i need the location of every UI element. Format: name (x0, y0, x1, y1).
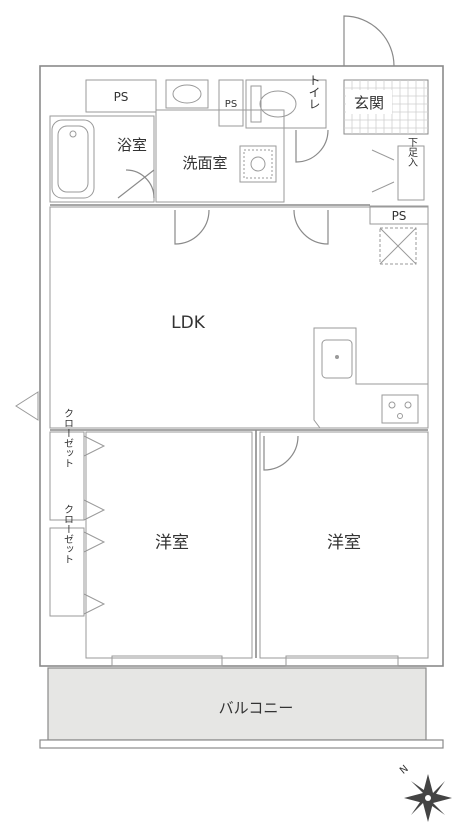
ldk-label: LDK (171, 313, 206, 333)
sink (321, 339, 353, 379)
western-room-right-door[interactable] (263, 435, 299, 471)
ps-toilet-label: PS (225, 99, 237, 110)
bathtub-drain-icon (69, 130, 77, 138)
burner-icon (388, 401, 396, 409)
washing-machine-tray (243, 149, 273, 179)
front-door[interactable] (343, 15, 395, 67)
western-room-left: 洋室 (85, 431, 253, 667)
kitchen-counter (313, 327, 429, 429)
closet-lower-label: クローゼット (62, 504, 74, 564)
toilet-floor (245, 79, 327, 129)
ps-toilet-box (218, 79, 244, 127)
closet-lower: クローゼット (49, 504, 106, 617)
toilet-bowl (259, 90, 297, 118)
entrance-label: 玄関 (354, 94, 384, 112)
western-room-right-floor (259, 431, 429, 659)
ps-entry-label: PS (392, 209, 407, 223)
toilet-room: トイレ (245, 74, 329, 163)
closet-lower-fill (49, 527, 85, 617)
toilet-label: トイレ (307, 74, 321, 110)
bathroom-floor (49, 115, 155, 203)
washroom: 洗面室 (155, 79, 285, 203)
western-room-right-label: 洋室 (327, 533, 361, 553)
ps-entry-box (369, 205, 429, 225)
washroom-label: 洗面室 (182, 154, 227, 172)
washroom-floor (155, 109, 285, 203)
entrance-label-bg (346, 90, 392, 114)
closet-lower-door-icon (83, 531, 106, 615)
bathtub (51, 119, 95, 199)
bathroom-door[interactable] (117, 169, 155, 199)
ldk-door-right[interactable] (293, 209, 329, 245)
stove (381, 394, 419, 424)
bathroom: 浴室 (49, 115, 155, 203)
shoe-storage (397, 145, 425, 201)
compass-rose-icon: N (398, 763, 452, 822)
closet-upper-fill (49, 431, 85, 521)
entrance: 玄関 下足入 (343, 15, 429, 201)
ps-bath-box (85, 79, 157, 113)
window-marker-icon (15, 391, 39, 421)
shoe-storage-label: 下足入 (406, 137, 418, 167)
western-room-right: 洋室 (259, 431, 429, 667)
ldk-door-left[interactable] (174, 209, 210, 245)
closet-upper-door-icon (83, 435, 106, 521)
western-room-left-label: 洋室 (155, 533, 189, 553)
balcony-rail (39, 739, 444, 749)
ldk-floor (49, 206, 429, 429)
outer-wall (39, 65, 444, 667)
balcony-label: バルコニー (219, 699, 294, 717)
washing-machine (239, 145, 277, 183)
sink-drain-icon (335, 355, 339, 359)
bathroom-label: 浴室 (117, 136, 147, 154)
closet-upper-label: クローゼット (62, 408, 74, 468)
hatch-cross (379, 227, 417, 265)
shoe-storage-door-icon (371, 149, 395, 193)
washing-machine-drum-icon (250, 156, 266, 172)
toilet-tank (250, 85, 262, 123)
window-right (285, 655, 399, 667)
window-left (111, 655, 223, 667)
balcony: バルコニー (39, 667, 444, 749)
compass-north-label: N (398, 763, 411, 776)
burner-icon (404, 401, 412, 409)
ldk-room: LDK PS (15, 205, 429, 429)
wash-basin (165, 79, 209, 109)
burner-icon (397, 413, 403, 419)
toilet-door[interactable] (295, 129, 329, 163)
western-room-left-floor (85, 431, 253, 659)
balcony-floor (47, 667, 427, 741)
wash-basin-bowl (172, 84, 202, 104)
ps-bath-label: PS (114, 90, 129, 104)
bathtub-inner (57, 125, 89, 193)
closet-upper: クローゼット (49, 408, 106, 521)
